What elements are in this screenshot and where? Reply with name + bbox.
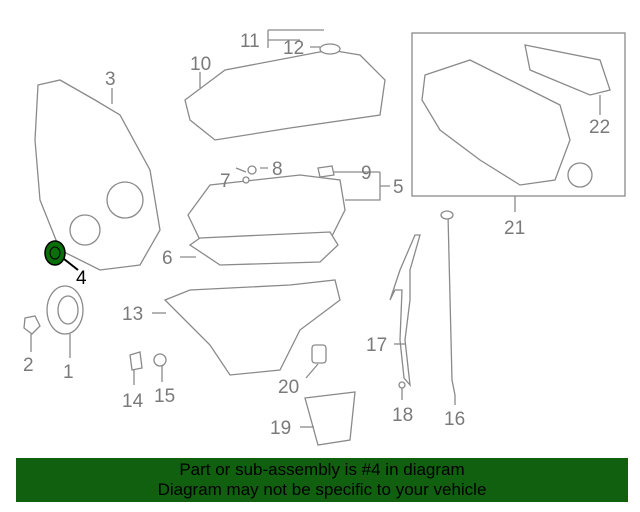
oil-pan[interactable] <box>163 279 341 376</box>
timing-cover[interactable] <box>34 79 161 271</box>
callout-1[interactable]: 1 <box>63 362 74 383</box>
pulley-bolt[interactable] <box>23 315 41 352</box>
head-cover-gasket[interactable] <box>188 231 339 266</box>
callout-19[interactable]: 19 <box>270 418 291 439</box>
oil-filler-cap[interactable] <box>319 43 341 55</box>
callout-4[interactable]: 4 <box>76 268 87 289</box>
callout-17[interactable]: 17 <box>366 335 387 356</box>
engine-cover[interactable] <box>184 49 386 141</box>
oil-filter[interactable] <box>304 391 356 446</box>
callout-3[interactable]: 3 <box>105 69 116 90</box>
callout-11[interactable]: 11 <box>240 31 260 52</box>
callout-14[interactable]: 14 <box>122 391 144 412</box>
callout-7[interactable]: 7 <box>220 171 231 192</box>
callout-15[interactable]: 15 <box>154 386 175 407</box>
crankshaft-pulley[interactable] <box>46 285 84 358</box>
callout-18[interactable]: 18 <box>392 405 413 426</box>
sensor-9[interactable] <box>317 165 335 178</box>
callout-12[interactable]: 12 <box>283 38 304 59</box>
callout-5[interactable]: 5 <box>393 177 404 198</box>
callout-8[interactable]: 8 <box>272 159 283 180</box>
intake-manifold-box <box>411 32 626 197</box>
callout-22[interactable]: 22 <box>589 117 610 138</box>
callout-20[interactable]: 20 <box>278 377 299 398</box>
banner-line-1: Part or sub-assembly is #4 in diagram <box>179 460 465 479</box>
banner-line-2: Diagram may not be specific to your vehi… <box>157 480 487 499</box>
callout-9[interactable]: 9 <box>361 163 372 184</box>
dipstick-guide[interactable] <box>389 234 421 388</box>
gasket-15[interactable] <box>153 353 167 367</box>
callout-21[interactable]: 21 <box>504 218 525 239</box>
washer-7[interactable] <box>242 176 250 184</box>
callout-16[interactable]: 16 <box>444 409 465 430</box>
info-banner: Part or sub-assembly is #4 in diagram Di… <box>16 458 628 502</box>
callout-13[interactable]: 13 <box>122 304 143 325</box>
o-ring-18[interactable] <box>398 381 406 389</box>
manifold-gasket[interactable] <box>524 44 611 96</box>
callout-6[interactable]: 6 <box>162 248 173 269</box>
bolt-8[interactable] <box>247 165 257 175</box>
oil-filter-union[interactable] <box>311 344 327 364</box>
callout-2[interactable]: 2 <box>23 355 34 376</box>
dipstick[interactable] <box>447 214 456 396</box>
drain-plug-sensor[interactable] <box>129 351 143 371</box>
intake-manifold[interactable] <box>421 59 571 186</box>
callout-10[interactable]: 10 <box>190 54 211 75</box>
oil-seal-part-4[interactable] <box>44 240 79 271</box>
